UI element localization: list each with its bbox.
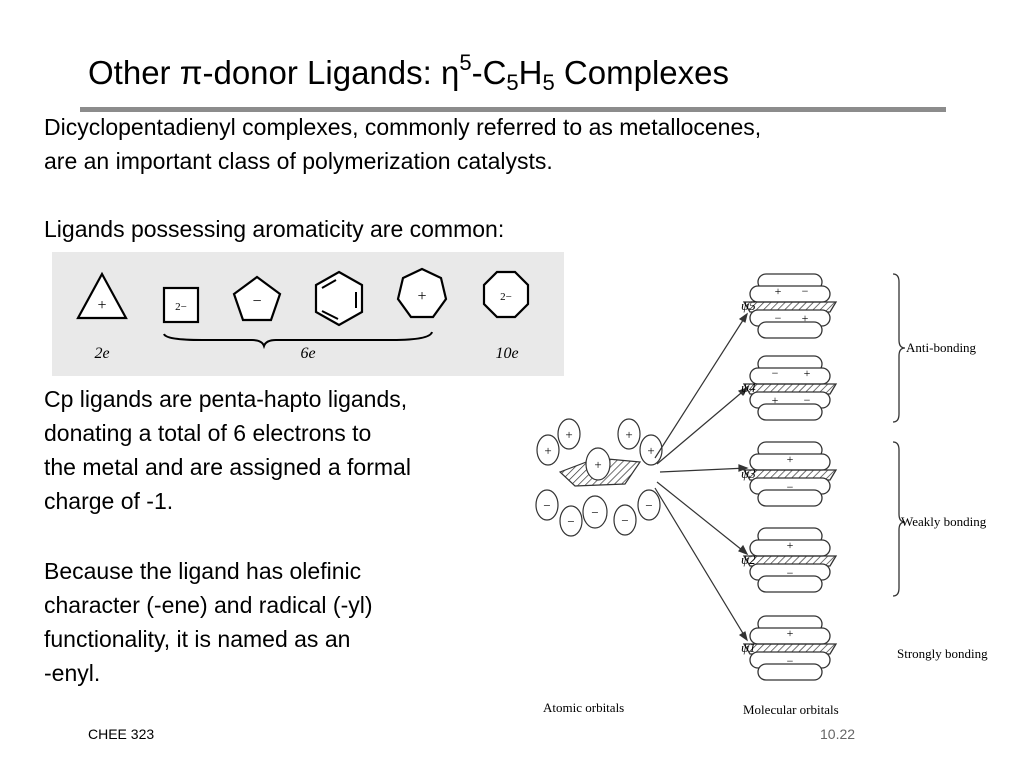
psi1-label: ψ1 [741, 640, 756, 655]
anti-bonding-label: Anti-bonding [906, 340, 977, 355]
svg-text:+: + [802, 311, 809, 325]
cp-description: Cp ligands are penta-hapto ligands, dona… [44, 386, 411, 514]
svg-text:−: − [787, 654, 794, 668]
svg-text:−: − [772, 366, 779, 380]
title-divider [80, 107, 946, 112]
svg-text:−: − [543, 498, 550, 513]
aromatic-ligand-rings-figure: + 2− − + 2− 2e 6e 10e [52, 252, 564, 376]
footer-page-number: 10.22 [820, 726, 856, 742]
svg-text:−: − [591, 505, 598, 520]
weakly-bonding-label: Weakly bonding [901, 514, 987, 529]
svg-text:2−: 2− [175, 301, 187, 313]
label-2e: 2e [94, 345, 109, 362]
svg-text:+: + [787, 538, 794, 552]
svg-text:−: − [567, 514, 574, 529]
svg-text:+: + [804, 366, 811, 380]
pi-symbol: π [179, 54, 203, 91]
svg-text:+: + [787, 626, 794, 640]
intro-paragraph: Dicyclopentadienyl complexes, commonly r… [44, 114, 762, 174]
svg-text:+: + [97, 297, 106, 314]
strongly-bonding-label: Strongly bonding [897, 646, 988, 661]
svg-text:−: − [775, 311, 782, 325]
eta-symbol: η [440, 54, 460, 91]
svg-text:+: + [775, 284, 782, 298]
svg-text:+: + [417, 288, 426, 305]
svg-text:+: + [647, 443, 654, 458]
heptagon-ring [396, 267, 448, 319]
svg-text:−: − [787, 566, 794, 580]
svg-text:−: − [252, 293, 261, 310]
label-6e: 6e [300, 345, 315, 362]
mo-stacks [742, 273, 838, 681]
svg-text:2−: 2− [500, 291, 512, 303]
slide-title: Other π-donor Ligands: η5-C5H5 Complexes [88, 50, 729, 95]
triangle-ring [76, 271, 128, 320]
psi3-label: ψ3 [741, 466, 756, 481]
aromatic-ligands-text: Ligands possessing aromaticity are commo… [44, 216, 505, 242]
svg-text:−: − [787, 480, 794, 494]
svg-text:+: + [787, 452, 794, 466]
octagon-ring [482, 270, 530, 319]
psi2-label: ψ2 [741, 552, 756, 567]
svg-text:+: + [772, 393, 779, 407]
label-10e: 10e [495, 345, 518, 362]
enyl-description: Because the ligand has olefinic characte… [44, 558, 373, 686]
psi5-label: ψ5 [741, 298, 756, 313]
svg-text:+: + [594, 457, 601, 472]
cp-molecular-orbital-diagram: + + + + + − − − − − [535, 273, 988, 717]
pentagon-ring [232, 275, 282, 322]
svg-text:+: + [565, 427, 572, 442]
svg-text:−: − [804, 393, 811, 407]
atomic-orbitals-icon [535, 418, 663, 537]
svg-text:−: − [645, 498, 652, 513]
atomic-orbitals-label: Atomic orbitals [543, 700, 624, 715]
svg-text:+: + [544, 443, 551, 458]
svg-text:+: + [625, 427, 632, 442]
footer-course: CHEE 323 [88, 726, 155, 742]
square-ring [162, 286, 200, 324]
psi4-label: ψ4 [741, 380, 756, 395]
svg-text:−: − [621, 513, 628, 528]
svg-text:−: − [802, 284, 809, 298]
molecular-orbitals-label: Molecular orbitals [743, 702, 839, 717]
